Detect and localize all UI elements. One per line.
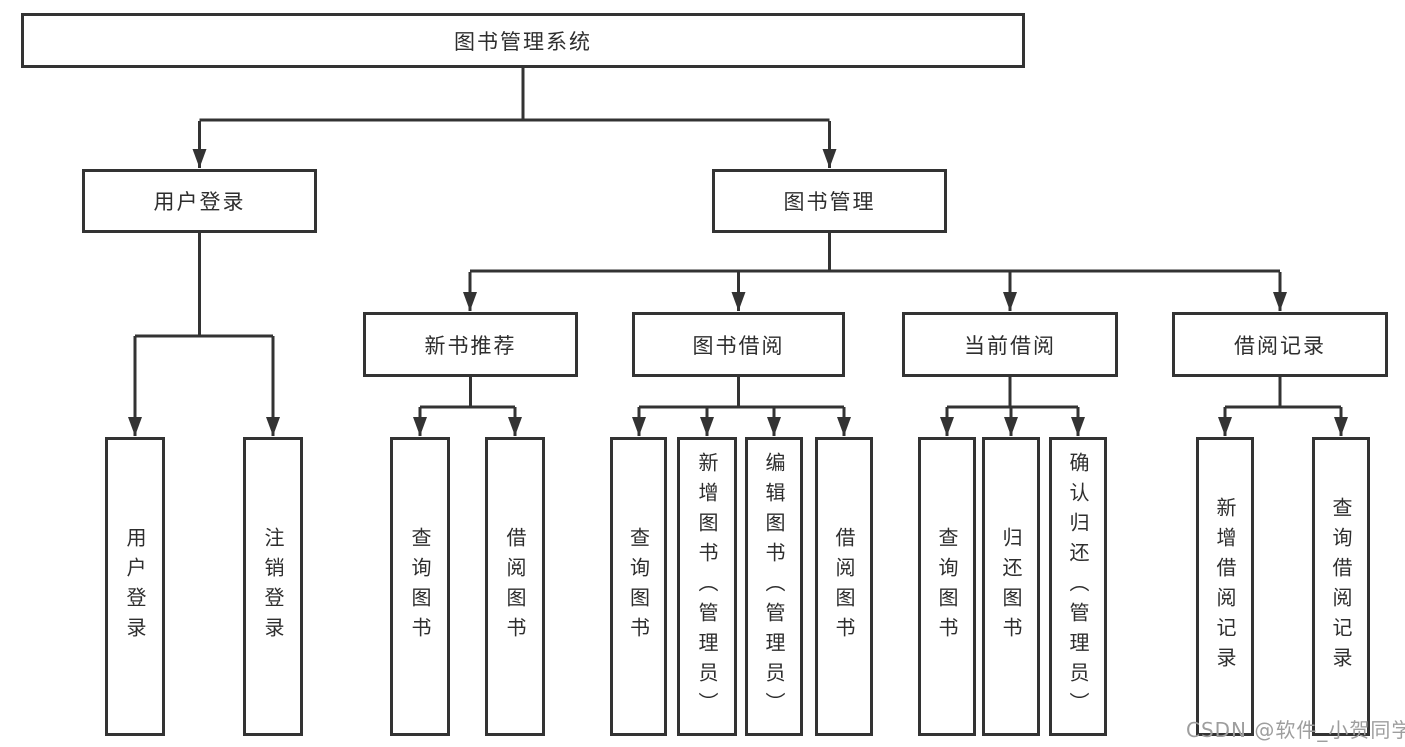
leaf-cb-confirm-return-admin-label: 确认归还（管理员） — [1066, 451, 1090, 722]
leaf-bb-query-books-label: 查询图书 — [626, 526, 651, 647]
leaf-br-query-borrow-record-label: 查询借阅记录 — [1329, 496, 1353, 677]
node-new-book-recommend: 新书推荐 — [363, 312, 578, 377]
leaf-cb-confirm-return-admin: 确认归还（管理员） — [1049, 437, 1107, 736]
node-borrowing-records-label: 借阅记录 — [1234, 333, 1326, 358]
leaf-br-query-borrow-record: 查询借阅记录 — [1312, 437, 1370, 736]
leaf-cb-query-books: 查询图书 — [918, 437, 976, 736]
leaf-cb-return-books: 归还图书 — [982, 437, 1040, 736]
node-new-book-recommend-label: 新书推荐 — [424, 333, 517, 358]
leaf-bb-edit-books-admin: 编辑图书（管理员） — [745, 437, 803, 736]
leaf-nbr-query-books-label: 查询图书 — [408, 526, 432, 647]
watermark: CSDN @软件_小贺同学 — [1186, 718, 1405, 742]
leaf-br-add-borrow-record-label: 新增借阅记录 — [1213, 496, 1237, 677]
leaf-user-login: 用户登录 — [105, 437, 165, 736]
node-book-borrowing-label: 图书借阅 — [692, 333, 785, 358]
leaf-logout-label: 注销登录 — [261, 526, 285, 647]
node-user-login-group-label: 用户登录 — [153, 190, 246, 214]
leaf-nbr-borrow-books-label: 借阅图书 — [503, 526, 527, 647]
node-current-borrowing-label: 当前借阅 — [964, 333, 1056, 358]
leaf-nbr-borrow-books: 借阅图书 — [485, 437, 545, 736]
leaf-br-add-borrow-record: 新增借阅记录 — [1196, 437, 1254, 736]
leaf-bb-borrow-books-label: 借阅图书 — [832, 526, 856, 647]
node-root-label: 图书管理系统 — [454, 29, 592, 54]
leaf-cb-return-books-label: 归还图书 — [999, 526, 1023, 647]
leaf-cb-query-books-label: 查询图书 — [935, 526, 959, 647]
leaf-bb-add-books-admin-label: 新增图书（管理员） — [695, 451, 719, 722]
node-user-login-group: 用户登录 — [82, 169, 317, 233]
node-borrowing-records: 借阅记录 — [1172, 312, 1388, 377]
leaf-bb-add-books-admin: 新增图书（管理员） — [677, 437, 737, 736]
node-book-management-label: 图书管理 — [783, 190, 876, 214]
leaf-bb-borrow-books: 借阅图书 — [815, 437, 873, 736]
leaf-bb-edit-books-admin-label: 编辑图书（管理员） — [762, 451, 786, 722]
node-book-management: 图书管理 — [712, 169, 947, 233]
leaf-logout: 注销登录 — [243, 437, 303, 736]
node-current-borrowing: 当前借阅 — [902, 312, 1118, 377]
leaf-nbr-query-books: 查询图书 — [390, 437, 450, 736]
leaf-user-login-label: 用户登录 — [123, 526, 147, 647]
leaf-bb-query-books: 查询图书 — [610, 437, 667, 736]
node-root: 图书管理系统 — [21, 13, 1025, 68]
node-book-borrowing: 图书借阅 — [632, 312, 845, 377]
